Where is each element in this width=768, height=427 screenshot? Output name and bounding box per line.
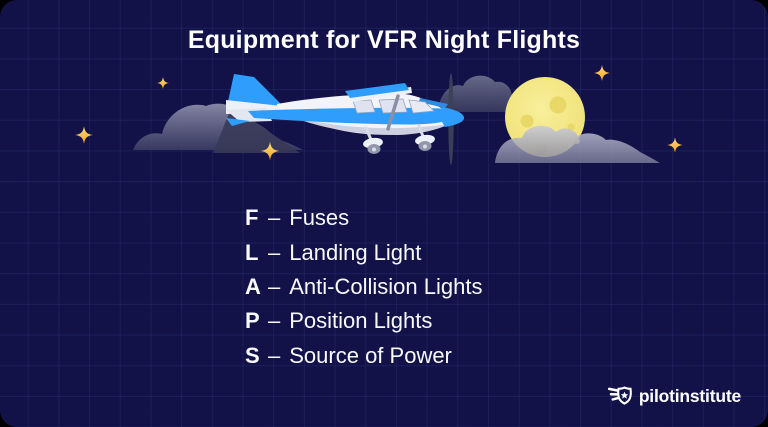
dash-separator: – xyxy=(268,273,281,299)
list-item: L – Landing Light xyxy=(245,235,482,269)
belly-shadow xyxy=(292,117,450,135)
list-item: S – Source of Power xyxy=(245,339,482,373)
dash-separator: – xyxy=(268,308,281,334)
logo-text: pilotinstitute xyxy=(638,385,741,406)
far-wing xyxy=(419,98,448,108)
acronym-text: Anti-Collision Lights xyxy=(289,273,483,299)
acronym-text: Position Lights xyxy=(289,308,433,334)
dash-separator: – xyxy=(268,239,281,265)
acronym-letter: F xyxy=(245,205,259,231)
star-icon xyxy=(75,126,93,144)
acronym-text: Landing Light xyxy=(289,239,422,265)
page-title: Equipment for VFR Night Flights xyxy=(187,26,581,54)
tail-fin xyxy=(227,74,284,107)
landing-gear xyxy=(363,124,435,154)
airplane-illustration xyxy=(226,73,464,165)
acronym-list: F – Fuses L – Landing Light A – Anti-Col… xyxy=(245,201,482,373)
acronym-letter: L xyxy=(245,239,259,265)
star-icon xyxy=(594,65,610,81)
acronym-text: Fuses xyxy=(289,205,350,231)
wing-strut xyxy=(386,94,400,131)
acronym-letter: P xyxy=(245,308,260,334)
pilotinstitute-wing-badge-icon xyxy=(607,386,632,405)
dash-separator: – xyxy=(268,342,281,368)
cloud-front xyxy=(495,125,660,163)
star-icon xyxy=(157,77,169,89)
list-item: F – Fuses xyxy=(245,201,482,235)
acronym-letter: A xyxy=(245,273,261,299)
acronym-text: Source of Power xyxy=(289,342,452,368)
nose-cone xyxy=(439,107,464,127)
wing xyxy=(345,83,409,98)
tail-shadow xyxy=(213,106,300,153)
list-item: P – Position Lights xyxy=(245,304,482,338)
cloud-behind-moon xyxy=(438,75,512,112)
cabin-windows xyxy=(352,98,435,114)
list-item: A – Anti-Collision Lights xyxy=(245,270,482,304)
star-icon xyxy=(667,137,683,153)
pilotinstitute-logo: pilotinstitute xyxy=(607,385,741,407)
acronym-letter: S xyxy=(245,342,260,368)
dash-separator: – xyxy=(268,205,281,231)
